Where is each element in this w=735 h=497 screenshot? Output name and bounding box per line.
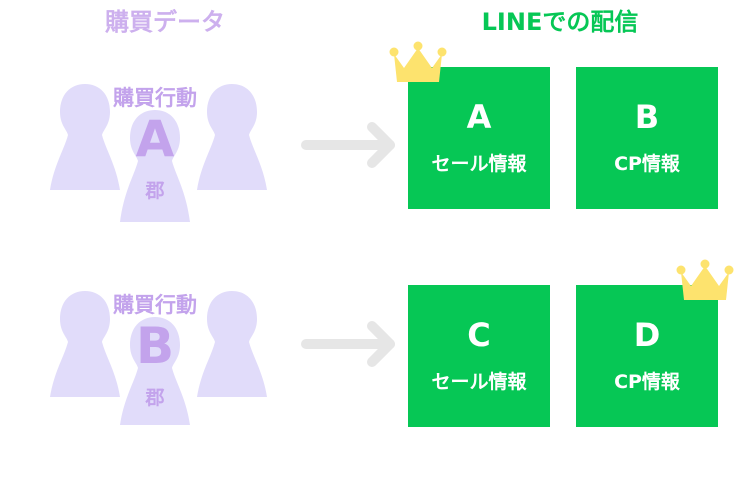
group-title: 購買行動 [113,293,197,317]
group-letter: A [135,110,175,168]
card-letter: D [633,316,661,354]
crown-icon [389,41,447,82]
arrow-right-icon [301,122,395,168]
card-text: CP情報 [614,371,680,393]
delivery-card-d: D CP情報 [576,285,718,427]
delivery-card-a: A セール情報 [408,67,550,209]
group-letter: B [135,317,175,375]
card-letter: A [466,98,492,136]
purchase-group-a: 購買行動 A 郡 [40,80,280,290]
card-text: セール情報 [431,371,527,393]
card-letter: C [467,316,491,354]
group-suffix: 郡 [145,387,165,409]
person-silhouette-icon [50,84,267,222]
card-letter: B [634,98,660,136]
delivery-card-c: C セール情報 [408,285,550,427]
purchase-group-b: 購買行動 B 郡 [40,287,280,497]
person-silhouette-icon [50,291,267,425]
group-title: 購買行動 [113,86,197,110]
purchase-data-header: 購買データ [105,8,225,36]
arrow-right-icon [301,321,395,367]
line-delivery-header: LINEでの配信 [481,8,639,36]
card-text: CP情報 [614,153,680,175]
group-suffix: 郡 [145,180,165,202]
crown-icon [676,259,734,300]
delivery-card-b: B CP情報 [576,67,718,209]
card-text: セール情報 [431,153,527,175]
